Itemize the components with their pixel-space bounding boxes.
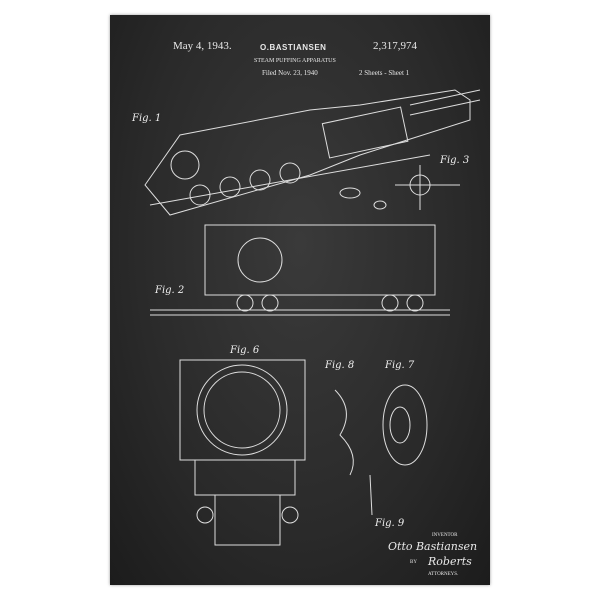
- inventor-name: O.BASTIANSEN: [260, 43, 327, 52]
- inventor-label: INVENTOR: [432, 533, 458, 538]
- fig2-drawing: [150, 224, 450, 316]
- attorneys-label: ATTORNEYS.: [428, 572, 459, 577]
- fig3-drawing: [395, 165, 460, 210]
- fig6-label: Fig. 6: [230, 345, 260, 356]
- puffer-detail: [339, 187, 387, 210]
- patent-drawings: [144, 89, 481, 546]
- patent-date: May 4, 1943.: [173, 40, 232, 52]
- patent-number: 2,317,974: [373, 40, 417, 52]
- fig2-label: Fig. 2: [155, 285, 185, 296]
- inventor-signature: Otto Bastiansen: [388, 540, 478, 553]
- fig8-label: Fig. 8: [325, 360, 355, 371]
- attorney-signature: Roberts: [428, 555, 472, 568]
- fig9-drawing: [369, 474, 373, 516]
- fig9-label: Fig. 9: [375, 518, 405, 529]
- patent-title: STEAM PUFFING APPARATUS: [254, 58, 336, 64]
- locomotive-drawing: [144, 89, 481, 216]
- sheet-count: 2 Sheets - Sheet 1: [359, 69, 410, 77]
- by-label: BY: [410, 560, 417, 565]
- fig8-drawing: [334, 389, 354, 476]
- filed-date: Filed Nov. 23, 1940: [262, 69, 318, 77]
- fig6-drawing: [179, 359, 306, 546]
- fig7-label: Fig. 7: [385, 360, 415, 371]
- fig7-drawing: [382, 384, 428, 466]
- patent-poster: May 4, 1943. O.BASTIANSEN 2,317,974 STEA…: [110, 15, 490, 585]
- fig3-label: Fig. 3: [440, 155, 470, 166]
- fig1-label: Fig. 1: [132, 113, 162, 124]
